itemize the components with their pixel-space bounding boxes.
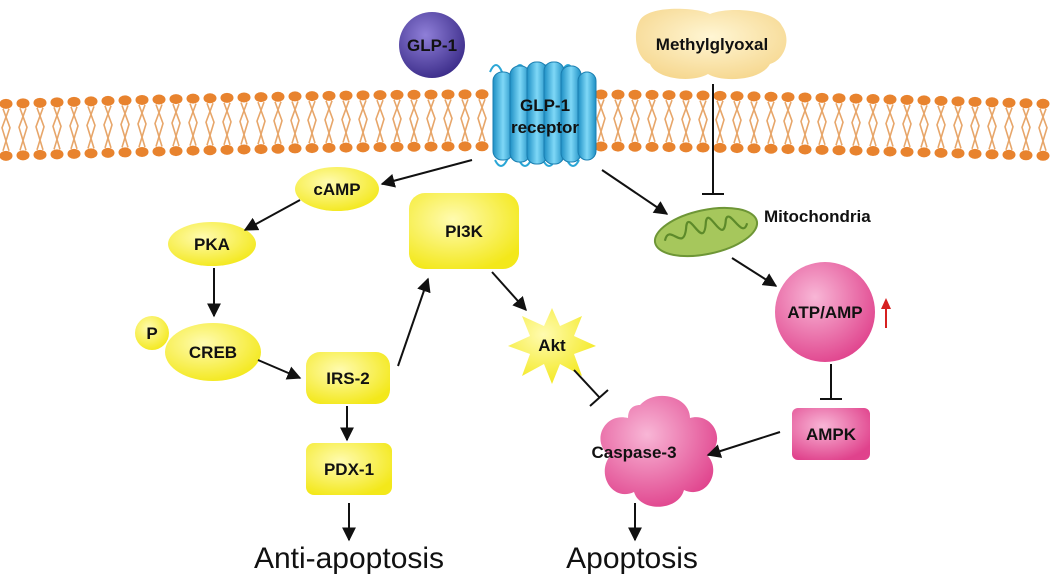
phospho-label: P (146, 324, 157, 343)
edges (207, 84, 842, 542)
ampk-label: AMPK (806, 425, 857, 444)
pdx1-label: PDX-1 (324, 460, 374, 479)
mitochondria-node (653, 206, 759, 258)
pdx1-node: PDX-1 (306, 443, 392, 495)
irs2-label: IRS-2 (326, 369, 369, 388)
anti-apoptosis-label: Anti-apoptosis (254, 542, 444, 575)
apoptosis-label: Apoptosis (566, 542, 698, 575)
glp1-receptor: GLP-1 receptor (489, 61, 597, 167)
atp-amp-node: ATP/AMP (775, 262, 875, 362)
glp1-label: GLP-1 (407, 36, 457, 55)
pka-label: PKA (194, 235, 230, 254)
caspase3-node: Caspase-3 (591, 395, 718, 507)
camp-node: cAMP (295, 167, 379, 211)
methylglyoxal-node: Methylglyoxal (635, 8, 787, 80)
akt-node: Akt (508, 308, 596, 384)
edge-irs2-pi3k (397, 277, 431, 367)
pka-node: PKA (168, 222, 256, 266)
edge-mito-atp (731, 257, 778, 287)
up-arrow-icon (881, 298, 891, 328)
mitochondria-label: Mitochondria (764, 207, 871, 226)
pi3k-label: PI3K (445, 222, 484, 241)
inhibit-akt-caspase (573, 369, 601, 399)
glp1-ligand: GLP-1 (399, 12, 465, 78)
creb-node: P CREB (135, 316, 261, 381)
edge-pi3k-akt (491, 271, 527, 312)
irs2-node: IRS-2 (306, 352, 390, 404)
cell-membrane (0, 89, 1050, 161)
pi3k-node: PI3K (409, 193, 519, 269)
ampk-node: AMPK (792, 408, 870, 460)
creb-label: CREB (189, 343, 237, 362)
edge-ampk-caspase (706, 431, 781, 458)
edge-receptor-mito (601, 169, 669, 215)
receptor-label-2: receptor (511, 118, 579, 137)
akt-label: Akt (538, 336, 566, 355)
atp-amp-label: ATP/AMP (787, 303, 862, 322)
edge-receptor-camp (380, 159, 473, 188)
edge-camp-pka (243, 199, 301, 231)
caspase3-label: Caspase-3 (591, 443, 676, 462)
edge-creb-irs2 (257, 359, 302, 380)
methylglyoxal-label: Methylglyoxal (656, 35, 768, 54)
receptor-label-1: GLP-1 (520, 96, 570, 115)
camp-label: cAMP (313, 180, 360, 199)
